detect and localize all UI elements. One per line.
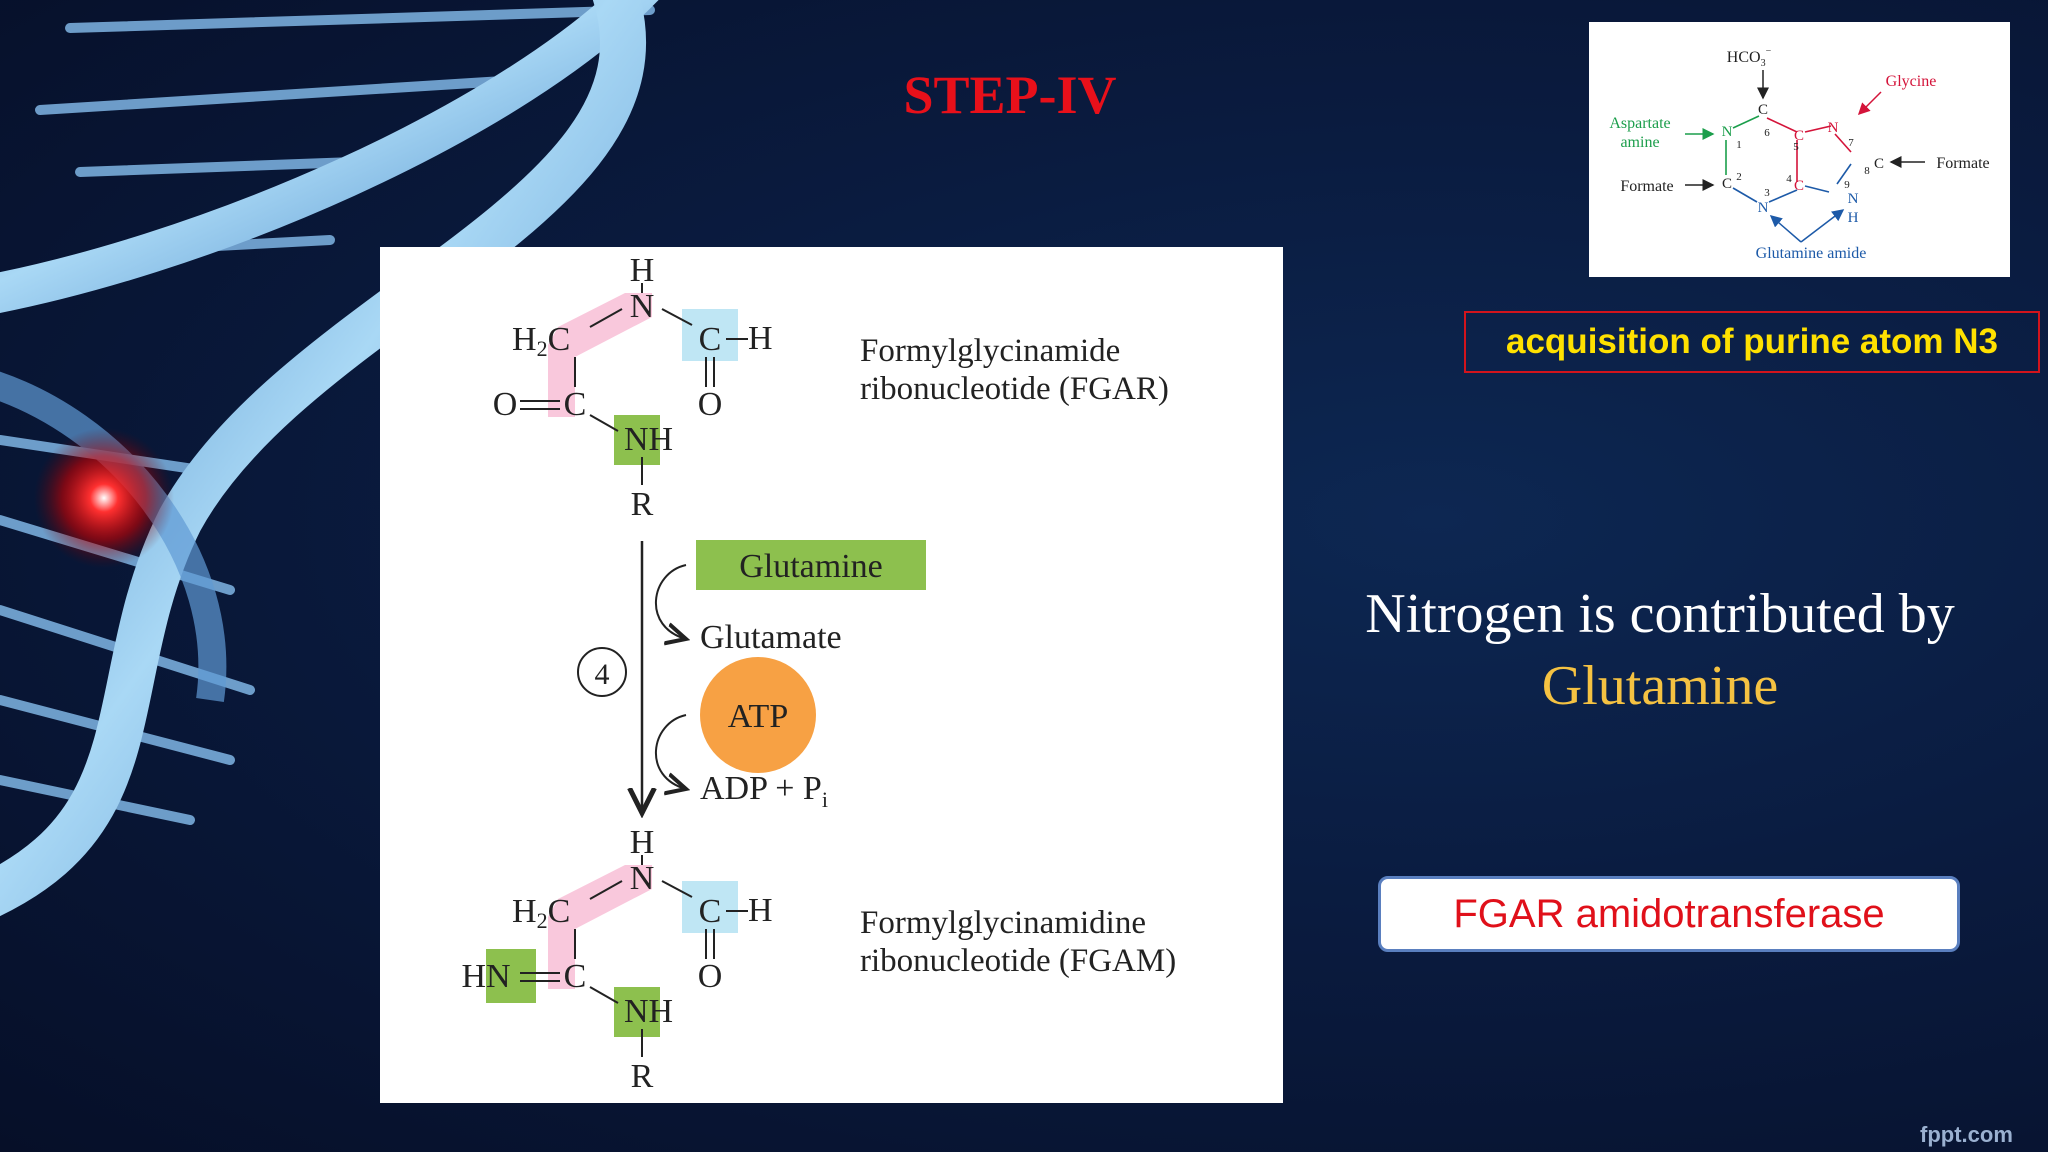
fgam-c-amidine: C	[564, 958, 587, 995]
acquisition-label: acquisition of purine atom N3	[1464, 311, 2040, 373]
num-3: 3	[1764, 187, 1770, 199]
glutamine-label: Glutamine	[739, 548, 883, 585]
hco3-label: HCO3−	[1727, 46, 1772, 69]
fgar-ch: H	[748, 320, 773, 357]
num-9: 9	[1844, 179, 1850, 191]
num-5: 5	[1793, 141, 1799, 153]
fgam-nh: NH	[624, 993, 673, 1030]
fgar-nh: NH	[624, 421, 673, 458]
fgam-name-1: Formylglycinamidine	[860, 905, 1146, 941]
fgar-c-amide: C	[564, 386, 587, 423]
num-6: 6	[1764, 127, 1770, 139]
watermark: fppt.com	[1920, 1122, 2013, 1147]
glutamine-highlight	[696, 540, 926, 590]
purine-origin-diagram: C C C N C N N C N H 6 5 4 3 2 1 7 8 9 HC	[1589, 22, 2010, 277]
red-glow-icon	[34, 428, 174, 568]
num-8: 8	[1864, 165, 1870, 177]
fgar-h-top: H	[630, 252, 655, 289]
nitrogen-line-2: Glutamine	[1541, 655, 1779, 717]
fgar-name-1: Formylglycinamide	[860, 333, 1120, 369]
purine-n1: N	[1722, 124, 1733, 140]
reaction-diagram: H N H2C C H O C O NH R	[380, 247, 1283, 1103]
nitrogen-line-1: Nitrogen is contributed by	[1365, 583, 1955, 645]
fgam-r: R	[631, 1058, 654, 1095]
purine-n3: N	[1758, 200, 1769, 216]
purine-c5: C	[1794, 128, 1804, 144]
aspartate-label-1: Aspartate	[1609, 115, 1670, 132]
fgam-n: N	[630, 860, 655, 897]
slide-title: STEP-IV	[903, 65, 1117, 125]
formate-right-label: Formate	[1936, 155, 1989, 172]
purine-c4: C	[1794, 178, 1804, 194]
purine-h9: H	[1848, 210, 1859, 226]
num-7: 7	[1848, 137, 1854, 149]
step-number: 4	[595, 658, 610, 691]
glycine-label: Glycine	[1886, 73, 1937, 90]
fgam-c-formyl: C	[699, 893, 722, 930]
purine-c6: C	[1758, 102, 1768, 118]
purine-n7: N	[1828, 120, 1839, 136]
purine-c2: C	[1722, 176, 1732, 192]
fgar-o-formyl: O	[698, 386, 723, 423]
glutamate-label: Glutamate	[700, 619, 842, 656]
atp-label: ATP	[728, 698, 788, 735]
fgam-structure: H N H2C C H O C HN NH R	[461, 824, 772, 1095]
fgam-h2c: H2C	[512, 893, 570, 933]
fgar-name-2: ribonucleotide (FGAR)	[860, 371, 1169, 407]
purine-c8: C	[1874, 156, 1884, 172]
fgar-r: R	[631, 486, 654, 523]
fgam-o-formyl: O	[698, 958, 723, 995]
fgam-hn: HN	[461, 958, 510, 995]
step-circle	[577, 647, 627, 697]
enzyme-label: FGAR amidotransferase	[1378, 876, 1960, 952]
fgam-ch: H	[748, 892, 773, 929]
num-1: 1	[1736, 139, 1742, 151]
aspartate-label-2: amine	[1620, 134, 1659, 151]
purine-n9: N	[1848, 191, 1859, 207]
fgam-h-top: H	[630, 824, 655, 861]
adp-pi-label: ADP + Pi	[700, 770, 828, 812]
atp-circle	[700, 657, 816, 773]
fgar-o-amide: O	[493, 386, 518, 423]
glutamine-amide-label: Glutamine amide	[1756, 245, 1867, 262]
fgar-h2c: H2C	[512, 321, 570, 361]
nitrogen-statement: Nitrogen is contributed by Glutamine	[1300, 578, 2020, 722]
fgar-c-formyl: C	[699, 321, 722, 358]
fgar-structure: H N H2C C H O C O NH R	[493, 252, 773, 523]
formate-left-label: Formate	[1620, 178, 1673, 195]
num-2: 2	[1736, 171, 1742, 183]
fgam-name-2: ribonucleotide (FGAM)	[860, 943, 1176, 979]
dna-helix-decoration	[0, 0, 659, 916]
num-4: 4	[1786, 173, 1792, 185]
fgar-n: N	[630, 288, 655, 325]
